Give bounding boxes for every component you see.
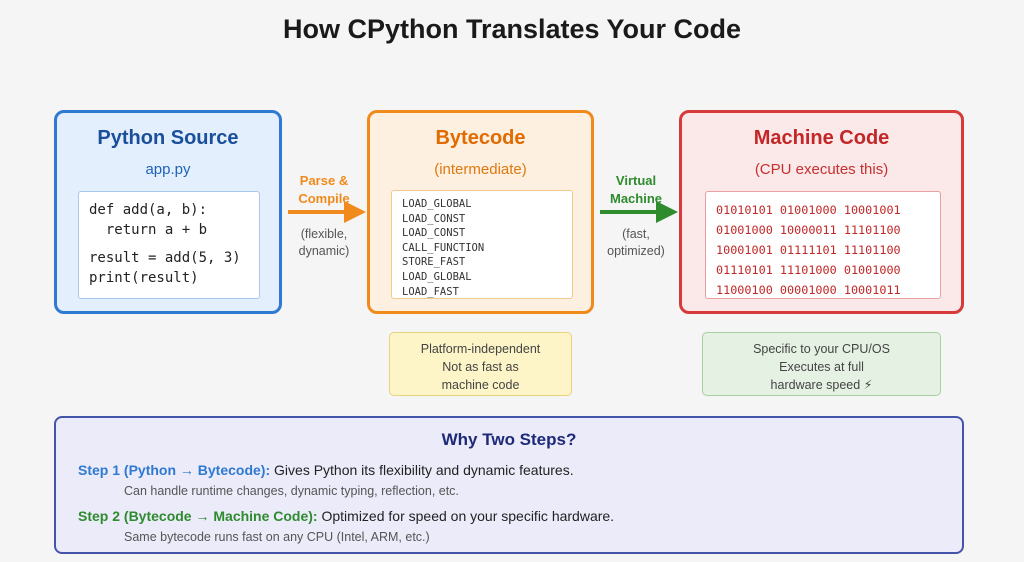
python-code-block: def add(a, b): return a + b result = add… bbox=[78, 191, 260, 299]
bytecode-instruction: CALL_FUNCTION bbox=[402, 241, 485, 254]
bytecode-note: Platform-independent Not as fast as mach… bbox=[389, 332, 572, 396]
bytecode-subtitle: (intermediate) bbox=[434, 161, 527, 178]
compile-label-line: Parse & bbox=[299, 173, 349, 188]
bytecode-note-line: Platform-independent bbox=[420, 342, 541, 356]
compile-note-line: dynamic) bbox=[298, 244, 350, 258]
binary-line: 01110101 11101000 01001000 bbox=[716, 263, 901, 277]
python-source-title: Python Source bbox=[97, 127, 239, 149]
bytecode-instruction: LOAD_GLOBAL bbox=[402, 198, 472, 210]
bytecode-instruction: LOAD_CONST bbox=[402, 212, 466, 225]
bytecode-instruction: LOAD_GLOBAL bbox=[402, 270, 472, 283]
bytecode-instruction: LOAD_CONST bbox=[402, 227, 466, 240]
vm-arrow-icon bbox=[600, 201, 678, 223]
binary-line: 01010101 01001000 10001001 bbox=[716, 203, 901, 217]
bytecode-title: Bytecode bbox=[435, 127, 526, 149]
bytecode-box: Bytecode (intermediate) LOAD_GLOBAL LOAD… bbox=[367, 110, 594, 314]
vm-note-line: optimized) bbox=[607, 244, 665, 258]
machine-code-title: Machine Code bbox=[753, 127, 890, 149]
machine-code-binary: 01010101 01001000 10001001 01001000 1000… bbox=[705, 191, 941, 299]
vm-arrow-label: Virtual Machine bbox=[596, 172, 676, 208]
bytecode-instruction: STORE_FAST bbox=[402, 256, 466, 269]
machine-note-line: hardware speed ⚡ bbox=[770, 378, 873, 392]
python-source-box: Python Source app.py def add(a, b): retu… bbox=[54, 110, 282, 314]
binary-line: 10001001 01111101 11101100 bbox=[716, 243, 901, 257]
vm-arrow-note: (fast, optimized) bbox=[596, 226, 676, 260]
machine-code-subtitle: (CPU executes this) bbox=[754, 161, 889, 178]
machine-note-line: Specific to your CPU/OS bbox=[753, 342, 890, 356]
machine-code-box: Machine Code (CPU executes this) 0101010… bbox=[679, 110, 964, 314]
python-source-filename: app.py bbox=[145, 161, 191, 178]
step-2-detail: Same bytecode runs fast on any CPU (Inte… bbox=[124, 530, 430, 544]
machine-note-line: Executes at full bbox=[779, 360, 864, 374]
code-line: return a + b bbox=[89, 222, 208, 238]
step-2-summary: Step 2 (Bytecode → Machine Code): Optimi… bbox=[78, 508, 614, 524]
step-1-text: Gives Python its flexibility and dynamic… bbox=[270, 462, 574, 478]
step-1-summary: Step 1 (Python → Bytecode): Gives Python… bbox=[78, 462, 574, 478]
bytecode-instruction: LOAD_FAST bbox=[402, 285, 459, 298]
step-2-label: Step 2 (Bytecode → Machine Code): bbox=[78, 508, 318, 524]
compile-arrow-icon bbox=[288, 201, 366, 223]
vm-label-line: Virtual bbox=[615, 173, 657, 188]
step-1-detail: Can handle runtime changes, dynamic typi… bbox=[124, 484, 459, 498]
diagram-title: How CPython Translates Your Code bbox=[282, 14, 742, 44]
bytecode-note-line: machine code bbox=[441, 378, 520, 392]
step-2-text: Optimized for speed on your specific har… bbox=[317, 508, 615, 524]
code-line: result = add(5, 3) bbox=[89, 250, 241, 266]
why-two-steps-panel: Why Two Steps? Step 1 (Python → Bytecode… bbox=[54, 416, 964, 554]
machine-code-note: Specific to your CPU/OS Executes at full… bbox=[702, 332, 941, 396]
bytecode-instructions: LOAD_GLOBAL LOAD_CONST LOAD_CONST CALL_F… bbox=[391, 190, 573, 299]
compile-arrow-note: (flexible, dynamic) bbox=[284, 226, 364, 260]
code-line: def add(a, b): bbox=[89, 202, 208, 218]
why-two-steps-title: Why Two Steps? bbox=[441, 430, 577, 449]
vm-note-line: (fast, bbox=[622, 227, 650, 241]
compile-label-line: Compile bbox=[298, 191, 350, 206]
binary-line: 01001000 10000011 11101100 bbox=[716, 223, 901, 237]
compile-note-line: (flexible, bbox=[300, 227, 348, 241]
compile-arrow-label: Parse & Compile bbox=[284, 172, 364, 208]
step-1-label: Step 1 (Python → Bytecode): bbox=[78, 462, 271, 478]
vm-label-line: Machine bbox=[609, 191, 662, 206]
code-line: print(result) bbox=[89, 270, 199, 286]
bytecode-note-line: Not as fast as bbox=[442, 360, 519, 374]
binary-line: 11000100 00001000 10001011 bbox=[716, 283, 901, 297]
